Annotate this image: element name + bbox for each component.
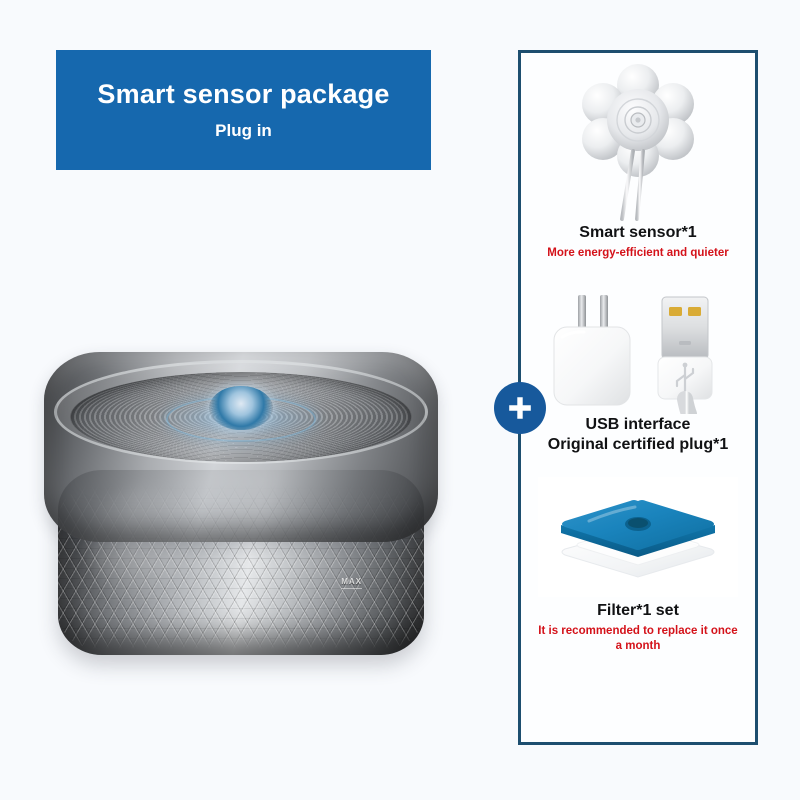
plus-icon: [494, 382, 546, 434]
accessory-title-line1: USB interface: [585, 415, 691, 433]
fountain-upper-bowl: [44, 352, 438, 542]
accessory-title: Filter*1 set: [597, 601, 679, 619]
package-banner: Smart sensor package Plug in: [56, 50, 431, 170]
accessory-title-line2: Original certified plug*1: [547, 435, 729, 453]
accessories-panel: Smart sensor*1 More energy-efficient and…: [518, 50, 758, 745]
max-water-level-label: MAX: [341, 577, 362, 589]
accessory-note: It is recommended to replace it once a m…: [538, 624, 738, 652]
water-spout-splash: [209, 386, 273, 430]
accessory-note: More energy-efficient and quieter: [547, 247, 729, 259]
water-fountain-image: MAX: [36, 330, 446, 675]
usb-charger-cable-icon: [521, 285, 755, 415]
banner-title: Smart sensor package: [97, 79, 390, 109]
accessory-usb-interface: USB interface Original certified plug*1: [521, 285, 755, 455]
filter-pad-icon: [538, 476, 738, 597]
accessory-smart-sensor: Smart sensor*1 More energy-efficient and…: [521, 53, 755, 261]
water-surface: [70, 372, 412, 462]
accessory-filter: Filter*1 set It is recommended to replac…: [521, 476, 755, 654]
smart-sensor-icon: [521, 53, 755, 223]
accessory-title: Smart sensor*1: [579, 224, 697, 241]
banner-subtitle: Plug in: [215, 121, 272, 140]
